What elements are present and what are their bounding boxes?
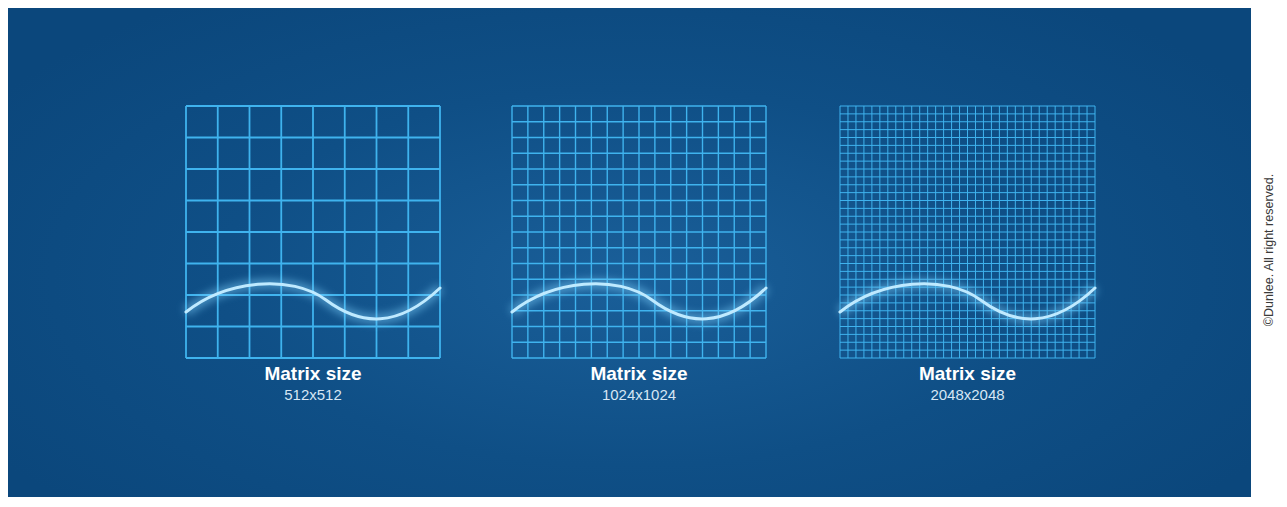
- grid-caption: Matrix size1024x1024: [472, 363, 806, 404]
- grid-caption: Matrix size512x512: [146, 363, 480, 404]
- caption-heading: Matrix size: [146, 363, 480, 385]
- signal-glow: [512, 284, 766, 319]
- background-panel: [8, 8, 1251, 497]
- pixel-grid: [840, 106, 1095, 358]
- matrix-size-value: 512x512: [146, 385, 480, 404]
- pixel-grid: [512, 106, 766, 358]
- signal-glow: [186, 284, 440, 319]
- caption-heading: Matrix size: [800, 363, 1135, 385]
- caption-heading: Matrix size: [472, 363, 806, 385]
- signal-glow: [840, 284, 1095, 319]
- signal-wave: [840, 284, 1095, 319]
- matrix-grid: Matrix size1024x1024: [512, 106, 766, 358]
- grid-caption: Matrix size2048x2048: [800, 363, 1135, 404]
- signal-wave: [186, 284, 440, 319]
- pixel-grid: [186, 106, 440, 358]
- signal-wave: [512, 284, 766, 319]
- matrix-grid: Matrix size2048x2048: [840, 106, 1095, 358]
- matrix-size-value: 2048x2048: [800, 385, 1135, 404]
- matrix-grid: Matrix size512x512: [186, 106, 440, 358]
- copyright-note: ©Dunlee. All right reserved.: [1262, 174, 1276, 326]
- matrix-size-value: 1024x1024: [472, 385, 806, 404]
